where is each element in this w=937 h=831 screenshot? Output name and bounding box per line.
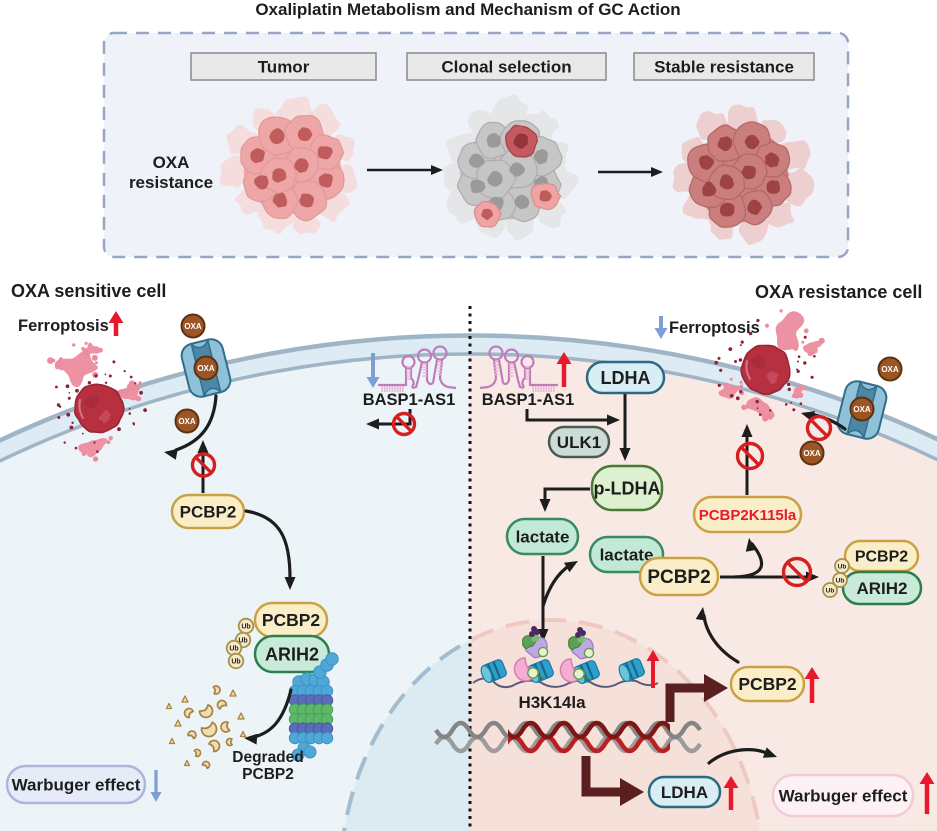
svg-text:Ferroptosis: Ferroptosis <box>669 319 760 337</box>
svg-text:Degraded: Degraded <box>232 749 304 766</box>
svg-text:OXA: OXA <box>197 364 215 373</box>
svg-text:PCBP2: PCBP2 <box>242 766 294 783</box>
svg-text:OXA: OXA <box>853 405 871 414</box>
svg-text:PCBP2: PCBP2 <box>262 610 321 630</box>
svg-text:lactate: lactate <box>516 527 570 546</box>
svg-text:Stable resistance: Stable resistance <box>654 58 794 77</box>
svg-text:Warbuger effect: Warbuger effect <box>12 775 141 794</box>
svg-text:PCBP2: PCBP2 <box>180 502 237 521</box>
svg-text:LDHA: LDHA <box>601 368 651 388</box>
svg-text:Ub: Ub <box>241 624 250 631</box>
svg-text:Ub: Ub <box>826 588 835 595</box>
svg-text:LDHA: LDHA <box>661 783 708 802</box>
svg-text:ARIH2: ARIH2 <box>856 579 907 598</box>
svg-text:OXA: OXA <box>178 417 196 426</box>
svg-text:OXA: OXA <box>803 449 821 458</box>
svg-text:Ub: Ub <box>229 646 238 653</box>
svg-text:PCBP2: PCBP2 <box>738 674 797 694</box>
svg-text:PCBP2K115la: PCBP2K115la <box>699 507 797 524</box>
svg-text:Ub: Ub <box>238 638 247 645</box>
svg-text:OXA resistance cell: OXA resistance cell <box>755 282 922 302</box>
svg-text:OXA: OXA <box>184 322 202 331</box>
svg-text:Ub: Ub <box>836 578 845 585</box>
svg-text:ULK1: ULK1 <box>557 433 601 452</box>
svg-text:Oxaliplatin Metabolism and Mec: Oxaliplatin Metabolism and Mechanism of … <box>255 0 680 19</box>
svg-text:Ferroptosis: Ferroptosis <box>18 317 109 335</box>
svg-text:Ub: Ub <box>231 659 240 666</box>
svg-text:Ub: Ub <box>838 564 847 571</box>
svg-text:OXA sensitive cell: OXA sensitive cell <box>11 281 166 301</box>
svg-text:Clonal selection: Clonal selection <box>441 58 571 77</box>
svg-text:PCBP2: PCBP2 <box>647 567 710 588</box>
svg-text:OXA: OXA <box>881 365 899 374</box>
svg-text:lactate: lactate <box>600 545 654 564</box>
svg-text:Tumor: Tumor <box>258 58 310 77</box>
svg-text:BASP1-AS1: BASP1-AS1 <box>363 391 456 409</box>
svg-text:p-LDHA: p-LDHA <box>594 478 661 498</box>
svg-text:H3K14la: H3K14la <box>518 693 586 712</box>
svg-text:ARIH2: ARIH2 <box>265 644 319 664</box>
svg-text:PCBP2: PCBP2 <box>855 549 908 566</box>
svg-text:Warbuger effect: Warbuger effect <box>779 786 908 805</box>
svg-text:OXA: OXA <box>153 153 190 172</box>
svg-text:resistance: resistance <box>129 173 213 192</box>
svg-text:BASP1-AS1: BASP1-AS1 <box>482 391 575 409</box>
